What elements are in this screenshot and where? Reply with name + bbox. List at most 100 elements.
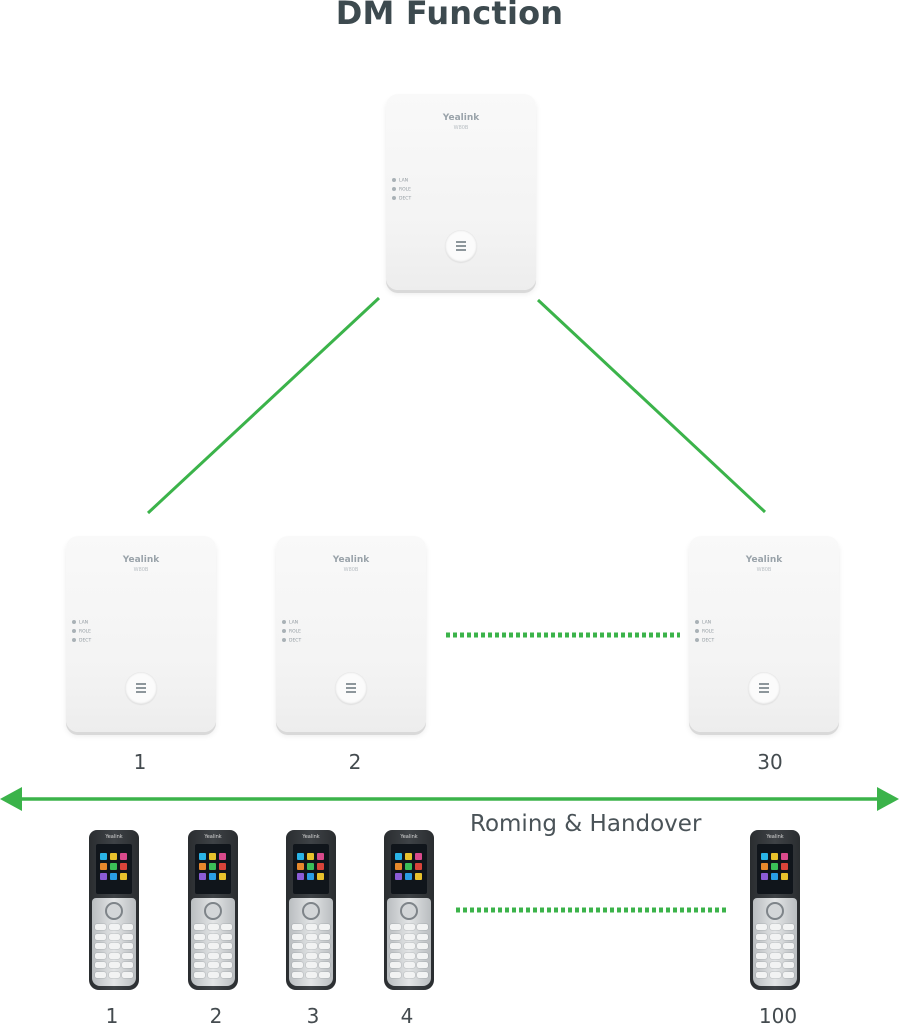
keypad-key: [319, 962, 330, 968]
keypad-key: [221, 933, 232, 940]
base-brand-label: Yealink: [332, 555, 370, 565]
app-tile-icon: [297, 853, 304, 860]
nav-key-icon: [766, 902, 784, 920]
handset-keypad: [289, 898, 333, 986]
keypad-key: [207, 924, 219, 930]
keypad-key: [221, 971, 232, 978]
keypad-key: [207, 943, 219, 949]
base-model-label: W80B: [756, 567, 772, 573]
led-role-label: ROLE: [72, 629, 91, 636]
keypad-key: [319, 924, 330, 930]
keypad-key: [319, 952, 330, 959]
nav-key-icon: [105, 902, 123, 920]
nav-key-icon: [400, 902, 418, 920]
keypad-key: [95, 924, 106, 930]
keypad-key: [783, 962, 794, 968]
keypad-key: [95, 962, 106, 968]
handset-keypad: [753, 898, 797, 986]
keypad-key: [108, 952, 120, 959]
keypad-key: [390, 952, 401, 959]
keypad-key: [390, 933, 401, 940]
app-tile-icon: [395, 863, 402, 870]
handset-keypad: [387, 898, 431, 986]
keypad-key: [108, 943, 120, 949]
keypad-key: [756, 943, 767, 949]
handset-brand-label: Yealink: [302, 834, 320, 840]
app-tile-icon: [395, 873, 402, 880]
keypad-key: [417, 971, 428, 978]
app-tile-icon: [415, 873, 422, 880]
nav-key-icon: [204, 902, 222, 920]
app-tile-icon: [415, 853, 422, 860]
menu-icon: [125, 672, 157, 704]
keypad-key: [194, 933, 205, 940]
app-tile-icon: [297, 873, 304, 880]
led-role-label: ROLE: [392, 187, 411, 194]
handset-brand-label: Yealink: [400, 834, 418, 840]
handset-screen: [195, 844, 231, 894]
keypad-key: [95, 933, 106, 940]
app-tile-icon: [317, 853, 324, 860]
keypad-key: [783, 971, 794, 978]
keypad-key: [756, 952, 767, 959]
keypad-key: [221, 962, 232, 968]
led-lan-label: LAN: [695, 620, 711, 627]
keypad-key: [783, 952, 794, 959]
arrow-left-head: [0, 787, 22, 811]
handset-label-4: 4: [400, 1004, 414, 1028]
keypad-key: [417, 962, 428, 968]
handset-label-1: 1: [105, 1004, 119, 1028]
app-tile-icon: [761, 853, 768, 860]
handset-3: Yealink: [286, 830, 336, 990]
app-tile-icon: [209, 873, 216, 880]
led-dect-label: DECT: [392, 196, 411, 203]
keypad-key: [319, 971, 330, 978]
menu-icon: [335, 672, 367, 704]
keypad-key: [390, 971, 401, 978]
keypad-key: [417, 933, 428, 940]
handset-brand-label: Yealink: [766, 834, 784, 840]
app-tile-icon: [297, 863, 304, 870]
handset-label-100: 100: [758, 1004, 798, 1028]
keypad-key: [305, 933, 317, 940]
keypad-key: [221, 924, 232, 930]
handset-4: Yealink: [384, 830, 434, 990]
keypad-key: [122, 962, 133, 968]
led-role-label: ROLE: [695, 629, 714, 636]
keypad-key: [417, 952, 428, 959]
led-dect-label: DECT: [72, 638, 91, 645]
app-tile-icon: [219, 853, 226, 860]
keypad-key: [95, 952, 106, 959]
app-tile-icon: [120, 873, 127, 880]
keypad-key: [305, 943, 317, 949]
keypad-key: [194, 943, 205, 949]
keypad-key: [403, 933, 415, 940]
keypad-key: [122, 933, 133, 940]
app-tile-icon: [120, 863, 127, 870]
keypad-key: [756, 962, 767, 968]
keypad-key: [108, 924, 120, 930]
app-tile-icon: [317, 863, 324, 870]
keypad-key: [108, 933, 120, 940]
keypad-key: [403, 952, 415, 959]
keypad-key: [207, 933, 219, 940]
keypad-key: [769, 924, 781, 930]
keypad-key: [305, 962, 317, 968]
base-model-label: W80B: [133, 567, 149, 573]
keypad-key: [403, 971, 415, 978]
roaming-handover-label: Roming & Handover: [470, 811, 702, 837]
keypad-key: [769, 933, 781, 940]
led-lan-label: LAN: [72, 620, 88, 627]
app-tile-icon: [761, 873, 768, 880]
led-lan-label: LAN: [282, 620, 298, 627]
app-tile-icon: [199, 863, 206, 870]
base-model-label: W80B: [343, 567, 359, 573]
diagram-title: DM Function: [335, 0, 564, 32]
app-tile-icon: [761, 863, 768, 870]
app-tile-icon: [209, 853, 216, 860]
keypad-key: [207, 962, 219, 968]
keypad-key: [417, 924, 428, 930]
keypad-key: [756, 924, 767, 930]
